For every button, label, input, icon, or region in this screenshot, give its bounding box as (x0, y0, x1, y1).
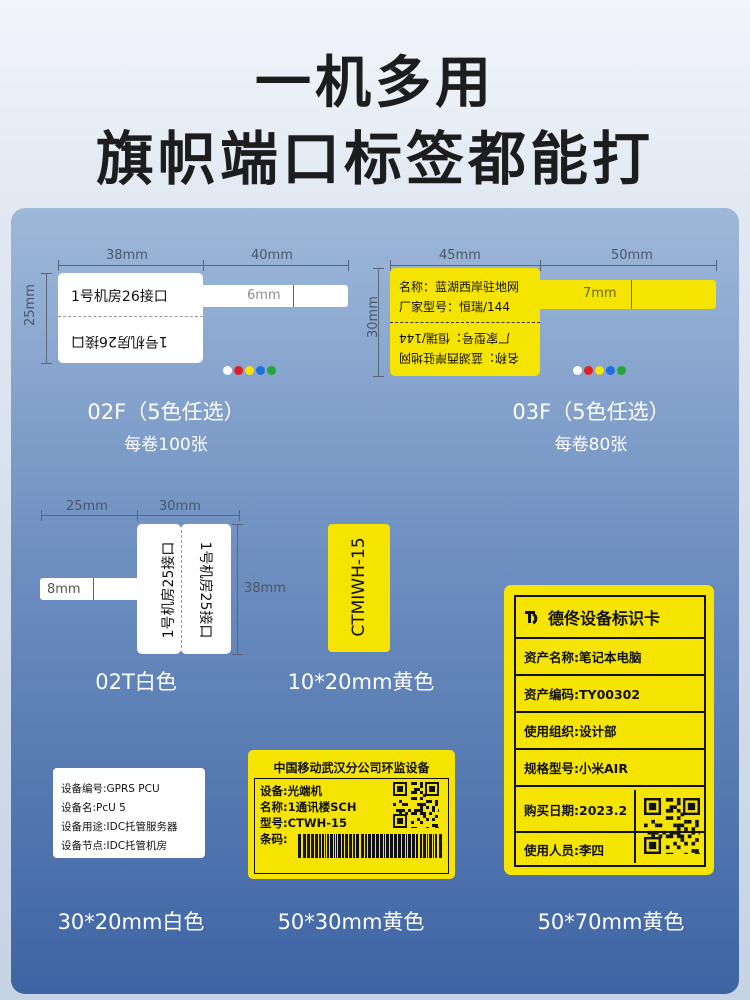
label-3020-line: 设备名:PcU 5 (61, 802, 126, 814)
label-5070-row: 规格型号:小米AIR (516, 750, 704, 787)
qr-code-icon (644, 798, 700, 854)
dim-03f-width1: 45mm (439, 248, 481, 263)
color-dots-02f (223, 360, 278, 379)
label-03f-line1: 名称：蓝湖西岸驻地网 (399, 280, 520, 294)
dim-02t-tail: 8mm (47, 582, 81, 597)
caption-1020: 10*20mm黄色 (287, 670, 435, 694)
barcode-icon (296, 832, 446, 870)
label-5030-line: 条码: (260, 832, 288, 846)
color-dot-blue (256, 366, 265, 375)
headline-line1: 一机多用 (255, 51, 495, 116)
headline-line2: 旗帜端口标签都能打 (95, 125, 654, 193)
label-5030-title: 中国移动武汉分公司环监设备 (273, 761, 430, 775)
label-03f-line1-flipped: 名称：蓝湖西岸驻地网 (399, 351, 520, 365)
color-dot-yellow (245, 366, 254, 375)
dim-03f-width2: 50mm (611, 248, 653, 263)
label-03f-line2-flipped: 厂家型号：恒瑞/144 (399, 331, 510, 345)
label-02t-tail (40, 578, 140, 600)
label-03f-line2: 厂家型号：恒瑞/144 (399, 300, 510, 314)
label-02t-text-left: 1号机房25接口 (161, 541, 177, 639)
dim-02f-width1: 38mm (106, 248, 148, 263)
label-02t-text-right: 1号机房25接口 (197, 541, 213, 639)
color-dot-white (223, 366, 232, 375)
dim-02f-height: 25mm (23, 284, 38, 326)
dim-02t-width1: 25mm (66, 499, 108, 514)
dim-03f-tail: 7mm (583, 286, 617, 301)
dim-02f-tail: 6mm (247, 288, 281, 303)
label-1020-text: CTMIWH-15 (349, 537, 369, 637)
dim-02t-width2: 30mm (159, 499, 201, 514)
label-3020-line: 设备编号:GPRS PCU (61, 783, 160, 795)
label-5030-line: 设备:光端机 (260, 784, 323, 798)
label-5070-row: 资产名称:笔记本电脑 (516, 639, 704, 676)
dim-02f-width2: 40mm (251, 248, 293, 263)
caption-03f: 03F（5色任选） (512, 400, 670, 424)
label-5070-row: 使用人员:李四 (524, 842, 604, 858)
label-3020-lines: 设备编号:GPRS PCU 设备名:PcU 5 设备用途:IDC托管服务器 设备… (61, 780, 178, 856)
caption-02f: 02F（5色任选） (87, 400, 245, 424)
caption-5070: 50*70mm黄色 (537, 910, 685, 934)
color-dot-green (617, 366, 626, 375)
label-5070-row-text: 购买日期:2023.2 (524, 802, 628, 818)
label-3020-body (53, 768, 205, 858)
color-dot-white (573, 366, 582, 375)
dim-02t-height: 38mm (244, 581, 286, 596)
dim-03f-height: 30mm (366, 296, 381, 338)
label-1020-body (328, 524, 390, 652)
label-5070-title: 德佟设备标识卡 (548, 609, 661, 628)
label-02t-body-left (137, 524, 181, 654)
label-3020-line: 设备节点:IDC托管机房 (61, 840, 168, 852)
color-dot-blue (606, 366, 615, 375)
label-5070-header: 德佟设备标识卡 (516, 597, 704, 639)
caption-03f-sub: 每卷80张 (554, 435, 628, 455)
label-5070-row: 购买日期:2023.2 (516, 787, 704, 833)
label-5070-table: 德佟设备标识卡 资产名称:笔记本电脑 资产编码:TY00302 使用组织:设计部… (514, 595, 706, 867)
brand-logo-icon (524, 608, 542, 626)
color-dot-red (234, 366, 243, 375)
label-5070-row: 使用组织:设计部 (516, 713, 704, 750)
color-dot-green (267, 366, 276, 375)
label-02f-text-top: 1号机房26接口 (71, 289, 168, 305)
caption-02t: 02T白色 (95, 670, 177, 694)
color-dots-03f (573, 360, 628, 379)
qr-code-icon (393, 782, 439, 828)
color-dot-red (584, 366, 593, 375)
label-5030-lines: 设备:光端机 名称:1通讯楼SCH 型号:CTWH-15 条码: (260, 783, 356, 847)
label-03f-tail (538, 280, 716, 309)
label-5030-frame (254, 778, 449, 874)
color-dot-yellow (595, 366, 604, 375)
caption-3020: 30*20mm白色 (57, 910, 205, 934)
label-02f-body (58, 273, 203, 363)
label-5030-line: 型号:CTWH-15 (260, 816, 347, 830)
label-02f-tail (201, 285, 348, 307)
caption-5030: 50*30mm黄色 (277, 910, 425, 934)
label-5070-row: 资产编码:TY00302 (516, 676, 704, 713)
label-02f-text-bottom: 1号机房26接口 (71, 333, 168, 349)
label-5030-line: 名称:1通讯楼SCH (260, 800, 357, 814)
label-3020-line: 设备用途:IDC托管服务器 (61, 821, 178, 833)
label-02t-body-right (181, 524, 231, 654)
product-panel: 38mm 40mm 25mm 1号机房26接口 1号机房26接口 6mm 02F… (11, 208, 739, 994)
caption-02f-sub: 每卷100张 (124, 435, 208, 455)
